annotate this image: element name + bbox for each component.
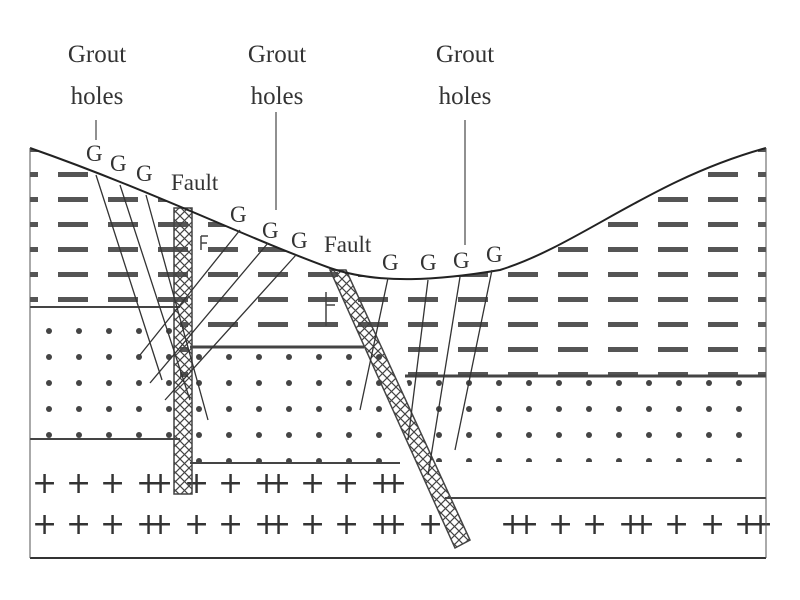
grout-hole-marker: G (230, 202, 247, 227)
plus-symbol: + (514, 507, 539, 542)
grout-hole-marker: G (291, 228, 308, 253)
plus-symbol: + (334, 466, 359, 501)
plus-symbol: + (218, 466, 243, 501)
plus-symbol: + (700, 507, 725, 542)
fault-label-left: Fault (171, 170, 219, 195)
plus-symbol: + (548, 507, 573, 542)
plus-symbol: + (618, 507, 643, 542)
grout-hole-line (359, 277, 389, 411)
plus-symbol: + (136, 507, 161, 542)
plus-symbol: + (266, 466, 291, 501)
plus-symbol: + (136, 466, 161, 501)
plus-symbol: + (370, 507, 395, 542)
fault-tick-mark (325, 292, 335, 326)
grout-hole-marker: G (262, 218, 279, 243)
plus-symbol: + (32, 466, 57, 501)
plus-symbol: + (32, 507, 57, 542)
plus-symbol: + (582, 507, 607, 542)
grout-hole-marker: G (420, 250, 437, 275)
plus-symbol: + (734, 507, 759, 542)
plus-symbol: + (254, 507, 279, 542)
callout-grout-holes-2-line1: Grout (248, 41, 306, 68)
grout-hole-marker: G (136, 161, 153, 186)
callout-grout-holes-1-line1: Grout (68, 41, 126, 68)
callout-grout-holes-3-line1: Grout (436, 41, 494, 68)
plus-symbol: + (370, 466, 395, 501)
grout-hole-line (149, 242, 269, 384)
grout-hole-marker: G (382, 250, 399, 275)
plus-symbol: + (748, 507, 773, 542)
grout-hole-marker: G (86, 141, 103, 166)
plus-symbol: + (266, 507, 291, 542)
fault-labels: Fault Fault (171, 170, 372, 257)
grout-hole-line (164, 254, 297, 401)
callout-grout-holes-3-line2: holes (439, 83, 492, 110)
layer-boundaries (30, 306, 766, 499)
callout-grout-holes-2-line2: holes (251, 83, 304, 110)
plus-symbol: + (184, 507, 209, 542)
plus-symbol: + (218, 507, 243, 542)
plus-symbol: + (382, 466, 407, 501)
plus-symbol: + (664, 507, 689, 542)
grout-hole-marker: G (110, 151, 127, 176)
grout-hole-line (454, 269, 493, 451)
plus-symbol: + (254, 466, 279, 501)
plus-symbol: + (66, 466, 91, 501)
plus-symbol: + (382, 507, 407, 542)
callout-grout-holes-1-line2: holes (71, 83, 124, 110)
plus-symbol: + (100, 466, 125, 501)
grout-hole-line (427, 276, 461, 476)
grout-hole-line (119, 184, 191, 401)
basement-layer (30, 462, 766, 558)
fault-label-right: Fault (324, 232, 372, 257)
grout-hole-marker: G (453, 248, 470, 273)
fault-zone-right (328, 269, 471, 550)
ground-surface (29, 147, 767, 281)
fault-ticks (200, 235, 335, 326)
plus-symbol: + (148, 507, 173, 542)
plus-symbol: + (148, 466, 173, 501)
plus-symbol: + (300, 507, 325, 542)
grout-hole-line (145, 194, 209, 421)
plus-symbol: + (334, 507, 359, 542)
plus-symbol: + (100, 507, 125, 542)
plus-symbol: + (500, 507, 525, 542)
grout-hole-marker: G (486, 242, 503, 267)
grout-hole-line (139, 229, 241, 356)
grout-hole-line (407, 279, 429, 441)
fault-tick-mark (200, 235, 208, 250)
fault-zone-left (173, 207, 193, 495)
grout-holes (95, 174, 493, 476)
grout-hole-line (95, 174, 163, 381)
grout-hole-markers: G G G G G G G G G G (86, 141, 503, 275)
callout-leaders (95, 112, 466, 245)
plus-symbol-rows: +++++++++++++++++++++++++++++++++++++ (32, 466, 773, 542)
plus-symbol: + (630, 507, 655, 542)
callouts: Grout holes Grout holes Grout holes (68, 41, 494, 110)
plus-symbol: + (300, 466, 325, 501)
plus-symbol: + (66, 507, 91, 542)
